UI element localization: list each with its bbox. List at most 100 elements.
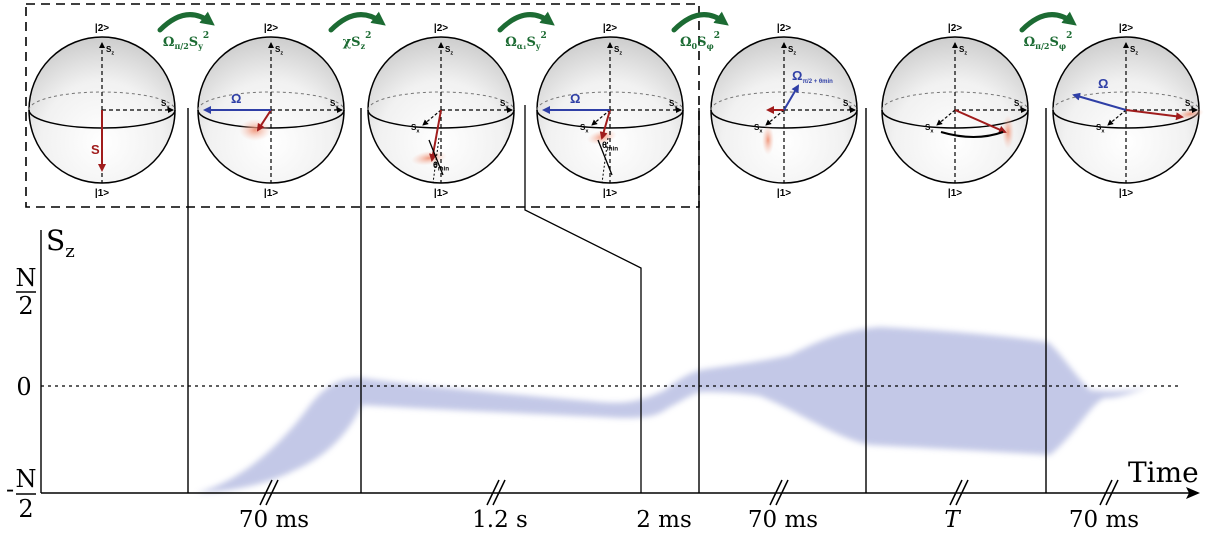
sx-axis xyxy=(765,109,785,126)
sy-label: Sy xyxy=(500,99,509,110)
duration-label: 2 ms xyxy=(636,507,692,533)
duration-label: T xyxy=(944,507,961,533)
duration-label: 1.2 s xyxy=(472,507,528,533)
sz-label: Sz xyxy=(959,45,967,56)
ket-1-label: |1> xyxy=(1119,188,1133,199)
spin-distribution-blob xyxy=(762,125,774,155)
ket-2-label: |2> xyxy=(264,23,278,34)
sx-label: Sx xyxy=(1096,123,1105,134)
rotation-arrow-icon xyxy=(157,11,215,33)
sy-label: Sy xyxy=(669,99,678,110)
ket-1-label: |1> xyxy=(948,188,962,199)
sy-label: Sy xyxy=(1185,99,1194,110)
sz-label: Sz xyxy=(788,45,796,56)
ket-1-label: |1> xyxy=(434,188,448,199)
y-tick-bottom-den: 2 xyxy=(18,495,33,523)
squeezing-axis-line xyxy=(597,139,613,176)
axis-break xyxy=(949,479,969,506)
spin-distribution-band xyxy=(196,327,1150,493)
spin-vector xyxy=(599,109,611,140)
omega-vector-label: Ω xyxy=(1098,76,1108,91)
sy-label: Sy xyxy=(1014,99,1023,110)
sx-label: Sx xyxy=(754,123,763,134)
ket-1-label: |1> xyxy=(777,188,791,199)
operator-label: Ωπ/2Sφ2 xyxy=(1024,31,1073,51)
omega-vector-label: Ω xyxy=(570,91,580,106)
operator: Ωα₁Sy2 xyxy=(497,11,555,51)
operator: Ωπ/2Sy2 xyxy=(157,11,215,51)
sz-label: Sz xyxy=(614,45,622,56)
sx-axis xyxy=(591,109,611,126)
sx-axis xyxy=(1107,109,1127,126)
theta-min-label: θmin xyxy=(433,160,449,173)
operator: Ωπ/2Sφ2 xyxy=(1019,11,1077,51)
omega-vector xyxy=(783,84,800,111)
axis-break xyxy=(486,479,506,506)
duration-label: 70 ms xyxy=(748,507,818,533)
time-axis-label: Time xyxy=(1128,456,1199,489)
sz-time-plot: Sz N 2 0 - N 2 Time 70 ms 1.2 s 2 ms 70 … xyxy=(6,105,1200,533)
theta-reference-line xyxy=(601,137,609,184)
spin-vector xyxy=(256,109,272,132)
operator: χSz2 xyxy=(328,11,386,51)
duration-label: 70 ms xyxy=(239,507,309,533)
zoom-connector xyxy=(524,105,642,493)
sx-axis xyxy=(422,109,442,126)
ket-1-label: |1> xyxy=(264,188,278,199)
axis-break xyxy=(1099,479,1119,506)
sx-axis xyxy=(936,109,956,126)
sy-label: Sy xyxy=(161,99,170,110)
omega-vector xyxy=(1072,92,1127,111)
ket-2-label: |2> xyxy=(777,23,791,34)
operator-label: χSz2 xyxy=(343,31,372,51)
ket-2-label: |2> xyxy=(434,23,448,34)
rotation-arrow-icon xyxy=(328,11,386,33)
preparation-box xyxy=(25,3,700,208)
squeezing-axis-line xyxy=(428,139,444,176)
spin-vector-label: S xyxy=(91,142,100,157)
duration-label: 70 ms xyxy=(1069,507,1139,533)
operator-label: Ωα₁Sy2 xyxy=(505,31,547,51)
ket-2-label: |2> xyxy=(1119,23,1133,34)
theta-reference-line xyxy=(432,137,440,184)
rotation-arrow-icon xyxy=(497,11,555,33)
operator-label: Ωπ/2Sy2 xyxy=(163,31,209,51)
rotation-arrow-icon xyxy=(1019,11,1077,33)
omega-vector-label: Ω xyxy=(231,91,241,106)
precession-arc xyxy=(940,131,1004,138)
theta-min-label: θmin xyxy=(602,140,618,153)
spin-vector xyxy=(1125,109,1184,121)
y-axis-label: Sz xyxy=(46,224,75,262)
axis-break xyxy=(769,479,789,506)
sy-label: Sy xyxy=(330,99,339,110)
operators: Ωπ/2Sy2 χSz2 Ωα₁Sy2 Ω0Sφ2 Ωπ/2Sφ2 xyxy=(157,11,1077,51)
sx-label: Sx xyxy=(925,123,934,134)
y-tick-zero: 0 xyxy=(16,373,31,401)
ket-1-label: |1> xyxy=(603,188,617,199)
ket-2-label: |2> xyxy=(603,23,617,34)
y-tick-bottom-sign: - xyxy=(6,475,14,503)
sz-label: Sz xyxy=(106,45,114,56)
operator: Ω0Sφ2 xyxy=(671,11,729,51)
spin-distribution-blob xyxy=(239,119,271,141)
sz-label: Sz xyxy=(1130,45,1138,56)
ket-1-label: |1> xyxy=(95,188,109,199)
y-tick-top-num: N xyxy=(16,264,37,292)
sz-label: Sz xyxy=(445,45,453,56)
spin-vector xyxy=(954,109,1007,134)
operator-label: Ω0Sφ2 xyxy=(680,31,720,51)
ket-2-label: |2> xyxy=(95,23,109,34)
sy-label: Sy xyxy=(843,99,852,110)
sz-label: Sz xyxy=(275,45,283,56)
ket-2-label: |2> xyxy=(948,23,962,34)
y-tick-top-den: 2 xyxy=(18,292,33,320)
